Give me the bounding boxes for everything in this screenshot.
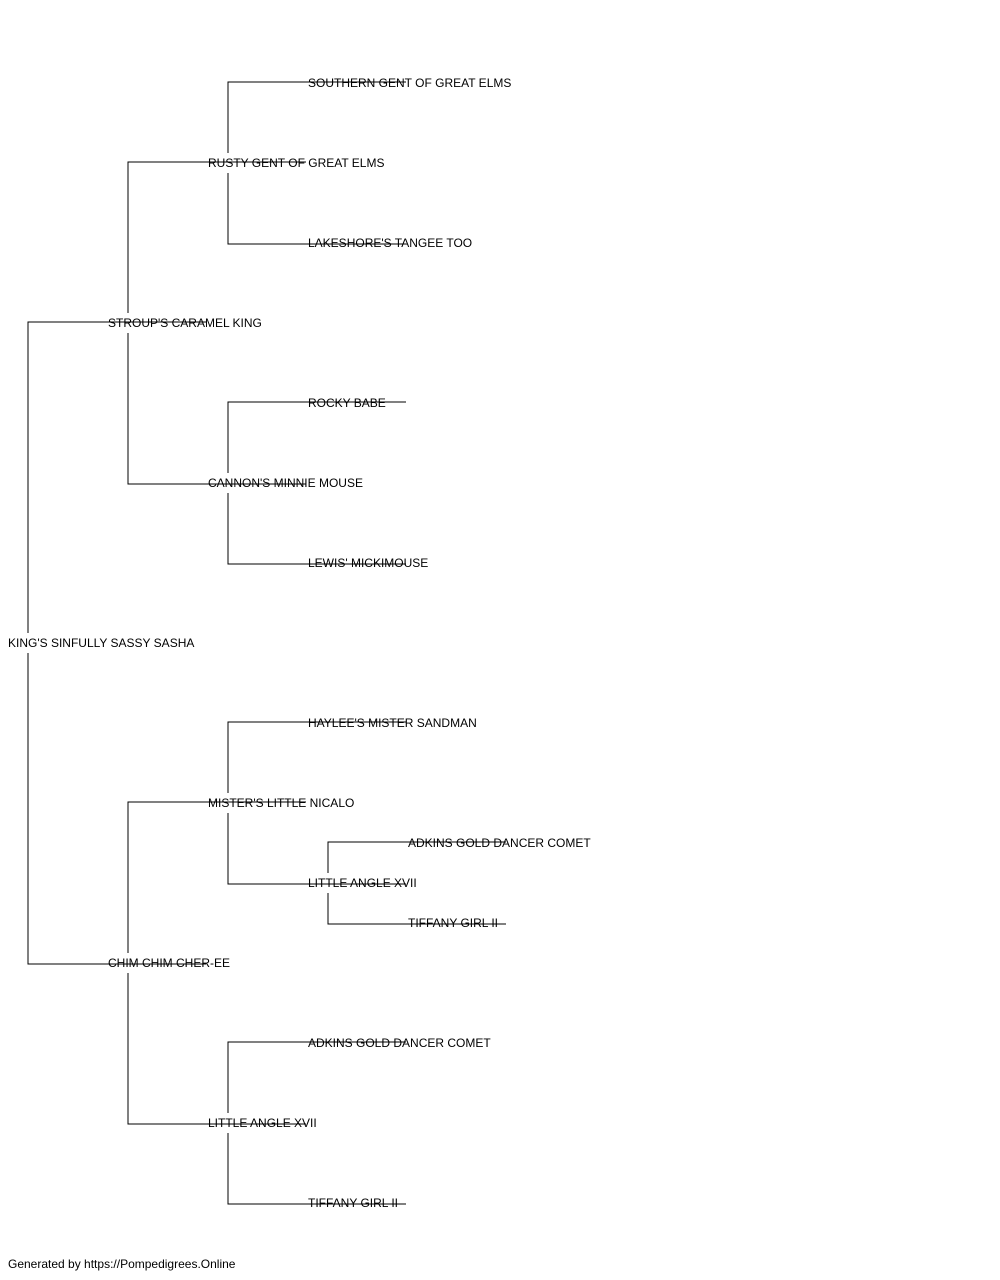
pedigree-name-subject-sire-sire: RUSTY GENT OF GREAT ELMS <box>208 156 384 170</box>
connector-subject-dam <box>27 653 206 965</box>
connector-subject-sire-sire-sire <box>227 81 406 153</box>
pedigree-name-subject-sire-dam-sire: ROCKY BABE <box>308 396 386 410</box>
pedigree-name-subject-dam-sire-dam: LITTLE ANGLE XVII <box>308 876 417 890</box>
pedigree-name-subject-dam-sire-sire: HAYLEE'S MISTER SANDMAN <box>308 716 477 730</box>
footer-credit: Generated by https://Pompedigrees.Online <box>8 1257 236 1271</box>
connector-subject-dam-sire-dam <box>227 813 406 885</box>
pedigree-name-subject-sire-dam: CANNON'S MINNIE MOUSE <box>208 476 363 490</box>
connector-subject-dam-sire-dam-dam <box>327 893 506 925</box>
pedigree-name-subject-dam-sire-dam-sire: ADKINS GOLD DANCER COMET <box>408 836 591 850</box>
connector-subject-sire-sire-dam <box>227 173 406 245</box>
pedigree-name-subject-dam: CHIM CHIM CHER-EE <box>108 956 230 970</box>
connector-layer <box>27 81 506 1205</box>
connector-subject-sire-dam <box>127 333 306 485</box>
pedigree-name-subject-dam-dam-sire: ADKINS GOLD DANCER COMET <box>308 1036 491 1050</box>
connector-subject-dam-sire <box>127 801 306 953</box>
pedigree-name-subject-dam-dam-dam: TIFFANY GIRL II <box>308 1196 398 1210</box>
pedigree-name-subject: KING'S SINFULLY SASSY SASHA <box>8 636 194 650</box>
connector-subject-dam-dam-dam <box>227 1133 406 1205</box>
label-layer: KING'S SINFULLY SASSY SASHA STROUP'S CARA… <box>8 76 591 1210</box>
connector-subject-dam-dam <box>127 973 306 1125</box>
pedigree-name-subject-dam-sire-dam-dam: TIFFANY GIRL II <box>408 916 498 930</box>
pedigree-name-subject-sire-sire-sire: SOUTHERN GENT OF GREAT ELMS <box>308 76 511 90</box>
connector-subject-dam-dam-sire <box>227 1041 406 1113</box>
connector-subject-sire-dam-dam <box>227 493 406 565</box>
connector-subject-sire <box>27 321 206 633</box>
pedigree-name-subject-dam-sire: MISTER'S LITTLE NICALO <box>208 796 354 810</box>
pedigree-name-subject-sire-sire-dam: LAKESHORE'S TANGEE TOO <box>308 236 472 250</box>
connector-subject-dam-sire-sire <box>227 721 406 793</box>
connector-subject-dam-sire-dam-sire <box>327 841 506 873</box>
pedigree-name-subject-sire: STROUP'S CARAMEL KING <box>108 316 262 330</box>
connector-subject-sire-dam-sire <box>227 401 406 473</box>
pedigree-name-subject-dam-dam: LITTLE ANGLE XVII <box>208 1116 317 1130</box>
connector-subject-sire-sire <box>127 161 306 313</box>
pedigree-name-subject-sire-dam-dam: LEWIS' MICKIMOUSE <box>308 556 428 570</box>
